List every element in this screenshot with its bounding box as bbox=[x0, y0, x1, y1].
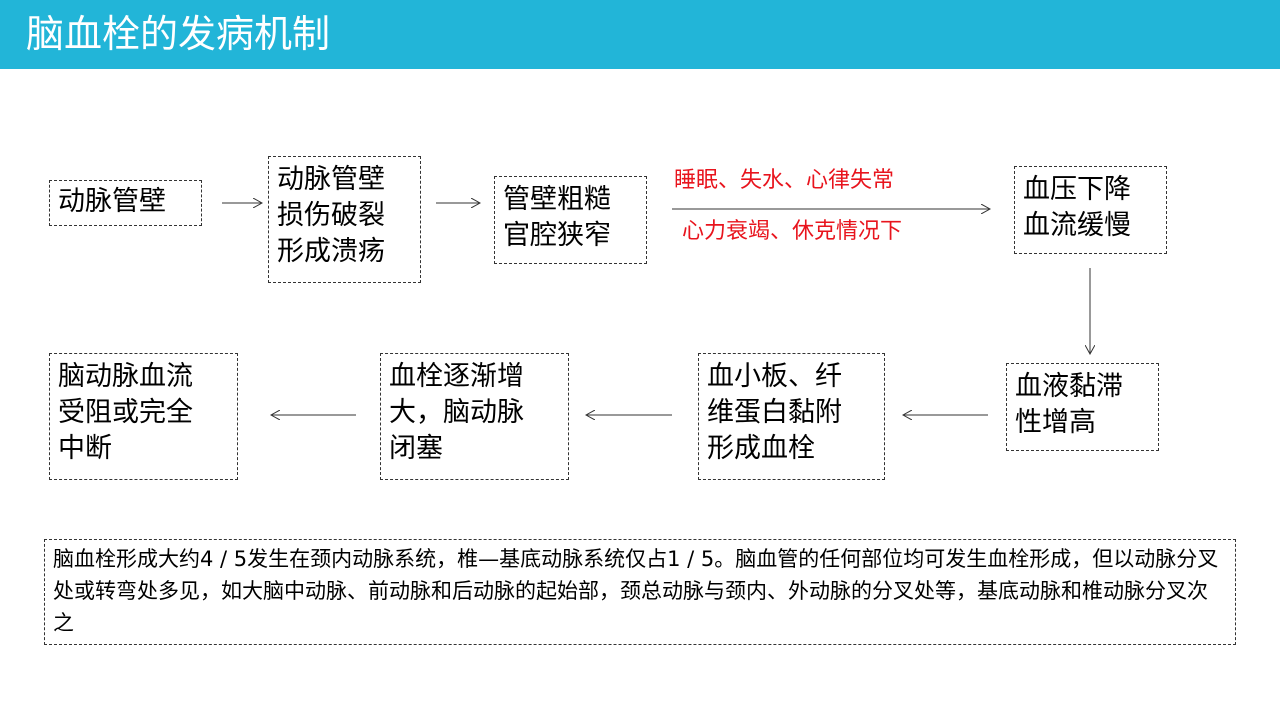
node-blocked: 脑动脉血流 受阻或完全 中断 bbox=[49, 353, 238, 480]
node-viscosity: 血液黏滞 性增高 bbox=[1006, 363, 1159, 451]
node-rough-narrow: 管壁粗糙 官腔狭窄 bbox=[494, 176, 647, 264]
node-arterial-wall: 动脉管壁 bbox=[49, 180, 202, 226]
note-box: 脑血栓形成大约4 / 5发生在颈内动脉系统，椎—基底动脉系统仅占1 / 5。脑血… bbox=[44, 539, 1236, 645]
node-thrombus: 血小板、纤 维蛋白黏附 形成血栓 bbox=[698, 353, 885, 480]
condition-text-bottom: 心力衰竭、休克情况下 bbox=[682, 219, 903, 244]
condition-text-top: 睡眠、失水、心律失常 bbox=[674, 168, 895, 193]
page-title: 脑血栓的发病机制 bbox=[26, 12, 331, 56]
node-bp-drop: 血压下降 血流缓慢 bbox=[1014, 166, 1167, 254]
node-occlusion: 血栓逐渐增 大，脑动脉 闭塞 bbox=[380, 353, 569, 480]
node-wall-damage: 动脉管壁 损伤破裂 形成溃疡 bbox=[268, 156, 421, 283]
title-bar bbox=[0, 0, 1280, 69]
